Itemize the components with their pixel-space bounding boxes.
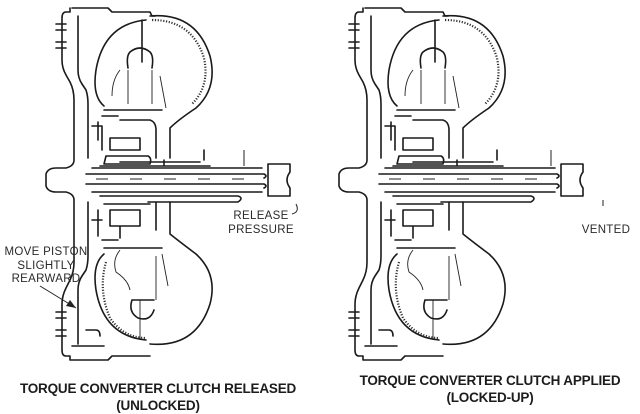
release-pressure-line2: PRESSURE: [228, 223, 294, 236]
piston-callout: MOVE PISTON SLIGHTLY REARWARD: [2, 246, 90, 287]
piston-arrowhead: [66, 300, 76, 308]
piston-callout-line2: SLIGHTLY: [17, 259, 75, 272]
release-pressure-line1: RELEASE: [233, 210, 289, 222]
converter-released-drawing: [44, 6, 292, 362]
caption-released-subtitle: (UNLOCKED): [116, 398, 200, 413]
piston-callout-line3: REARWARD: [11, 273, 81, 285]
caption-released: TORQUE CONVERTER CLUTCH RELEASED (UNLOCK…: [8, 380, 308, 414]
caption-applied-subtitle: (LOCKED-UP): [446, 390, 534, 405]
vented-callout: VENTED: [576, 224, 636, 238]
converter-applied-drawing: [337, 6, 585, 362]
piston-callout-line1: MOVE PISTON: [4, 246, 88, 258]
release-pressure-leader: [291, 203, 298, 215]
caption-applied-title: TORQUE CONVERTER CLUTCH APPLIED: [359, 373, 621, 388]
caption-released-title: TORQUE CONVERTER CLUTCH RELEASED: [19, 381, 297, 396]
caption-applied: TORQUE CONVERTER CLUTCH APPLIED (LOCKED-…: [340, 372, 640, 406]
release-pressure-callout: RELEASE PRESSURE: [226, 210, 296, 237]
vented-label: VENTED: [581, 224, 631, 236]
